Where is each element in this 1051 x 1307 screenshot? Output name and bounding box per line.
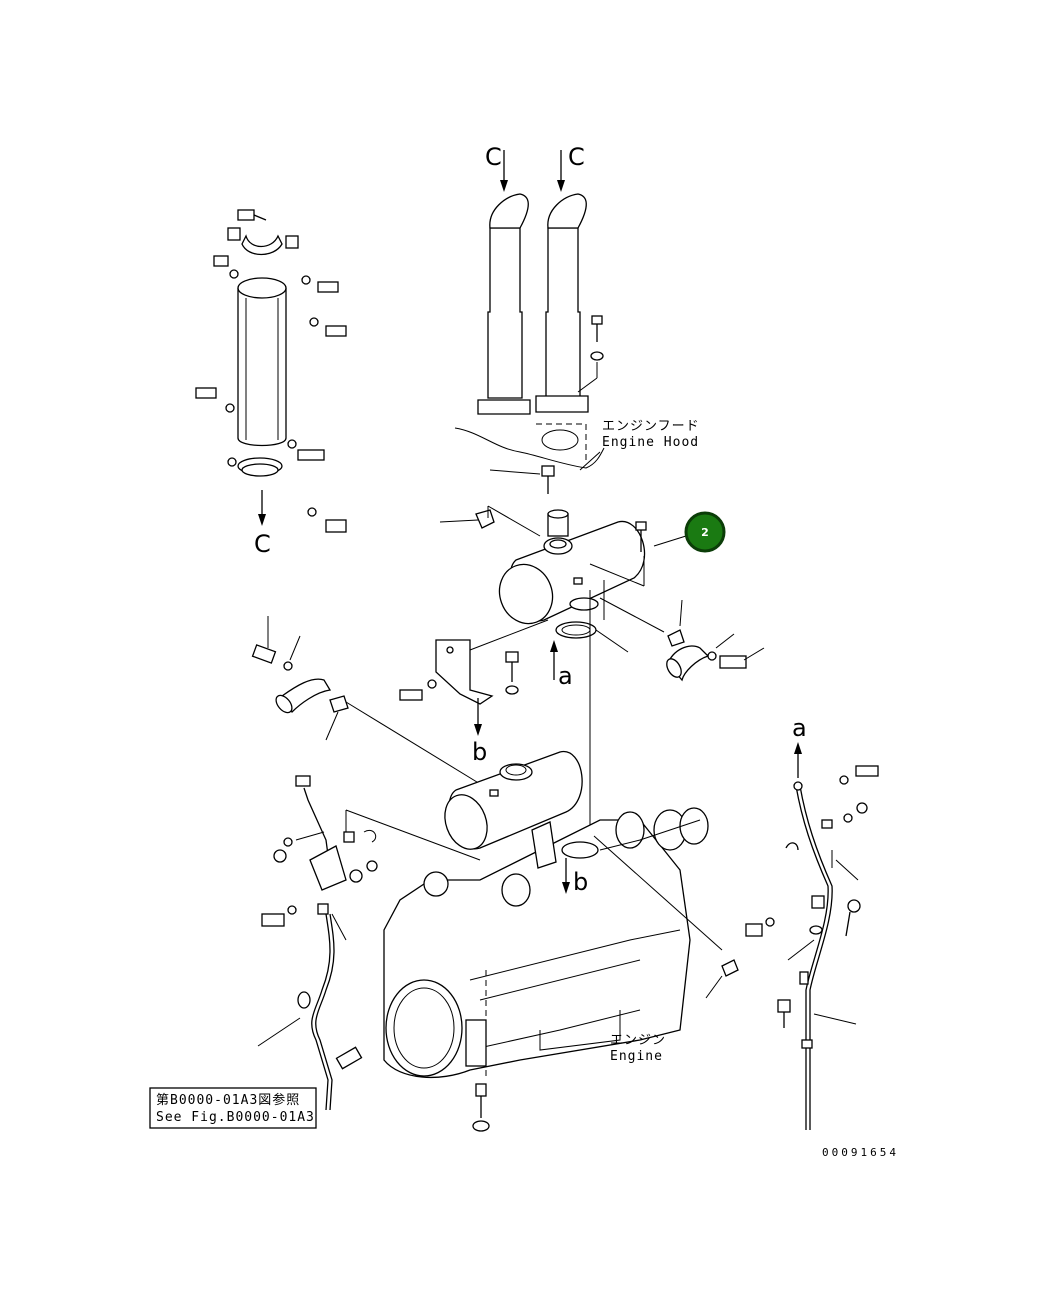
main-muffler-bolts xyxy=(439,465,665,653)
exhaust-stack-right xyxy=(535,193,589,413)
view-label-c-down: C xyxy=(254,530,271,558)
view-label-c-left: C xyxy=(485,143,502,171)
engine-label-jp: エンジン xyxy=(610,1033,666,1048)
reference-en: See Fig.B0000-01A3 xyxy=(156,1110,315,1125)
left-tube-assembly xyxy=(257,775,481,1111)
clamp-top xyxy=(213,209,299,279)
right-tube-assembly xyxy=(745,765,879,1130)
exhaust-stack-left xyxy=(477,193,531,415)
view-arrow-c-left xyxy=(500,150,508,192)
muffler-bracket xyxy=(399,619,549,705)
drawing-number: 00091654 xyxy=(822,1146,899,1159)
callout-leader xyxy=(653,535,687,547)
right-elbow-fitting xyxy=(666,599,765,682)
engine-label-en: Engine xyxy=(610,1049,663,1064)
left-bolts xyxy=(195,275,347,533)
engine-clip xyxy=(593,835,739,999)
view-arrow-c-right xyxy=(557,150,565,192)
view-arrow-b-mid xyxy=(474,698,482,736)
turbocharger xyxy=(423,807,709,907)
view-label-a-mid: a xyxy=(558,662,573,690)
hood-hole xyxy=(541,429,579,451)
callout-bubble: 2 xyxy=(684,511,726,553)
main-muffler xyxy=(498,509,646,639)
view-arrow-a-right xyxy=(794,742,802,778)
hood-label-en: Engine Hood xyxy=(602,435,699,450)
view-arrow-b-engine xyxy=(562,858,570,894)
view-label-c-right: C xyxy=(568,143,585,171)
hood-label-jp: エンジンフード xyxy=(602,419,700,434)
engine-bottom-bolt xyxy=(472,1083,490,1132)
engine-block xyxy=(383,819,691,1079)
view-label-b-engine: b xyxy=(573,868,588,896)
view-label-a-right: a xyxy=(792,714,807,742)
reference-jp: 第B0000-01A3図参照 xyxy=(156,1092,300,1108)
callout-number: 2 xyxy=(701,526,709,539)
view-arrow-c-down xyxy=(258,490,266,526)
pre-cleaner-cylinder xyxy=(237,277,287,477)
hood-dashes xyxy=(536,423,587,462)
view-label-b-mid: b xyxy=(472,738,487,766)
reference-box: 第B0000-01A3図参照 See Fig.B0000-01A3 xyxy=(149,1087,317,1129)
view-arrow-a-mid xyxy=(550,640,558,680)
hood-outline xyxy=(454,427,605,469)
hood-leader xyxy=(579,451,601,471)
stack-bolt xyxy=(577,315,604,393)
lower-muffler xyxy=(444,751,583,850)
left-elbow-fitting xyxy=(251,616,491,791)
